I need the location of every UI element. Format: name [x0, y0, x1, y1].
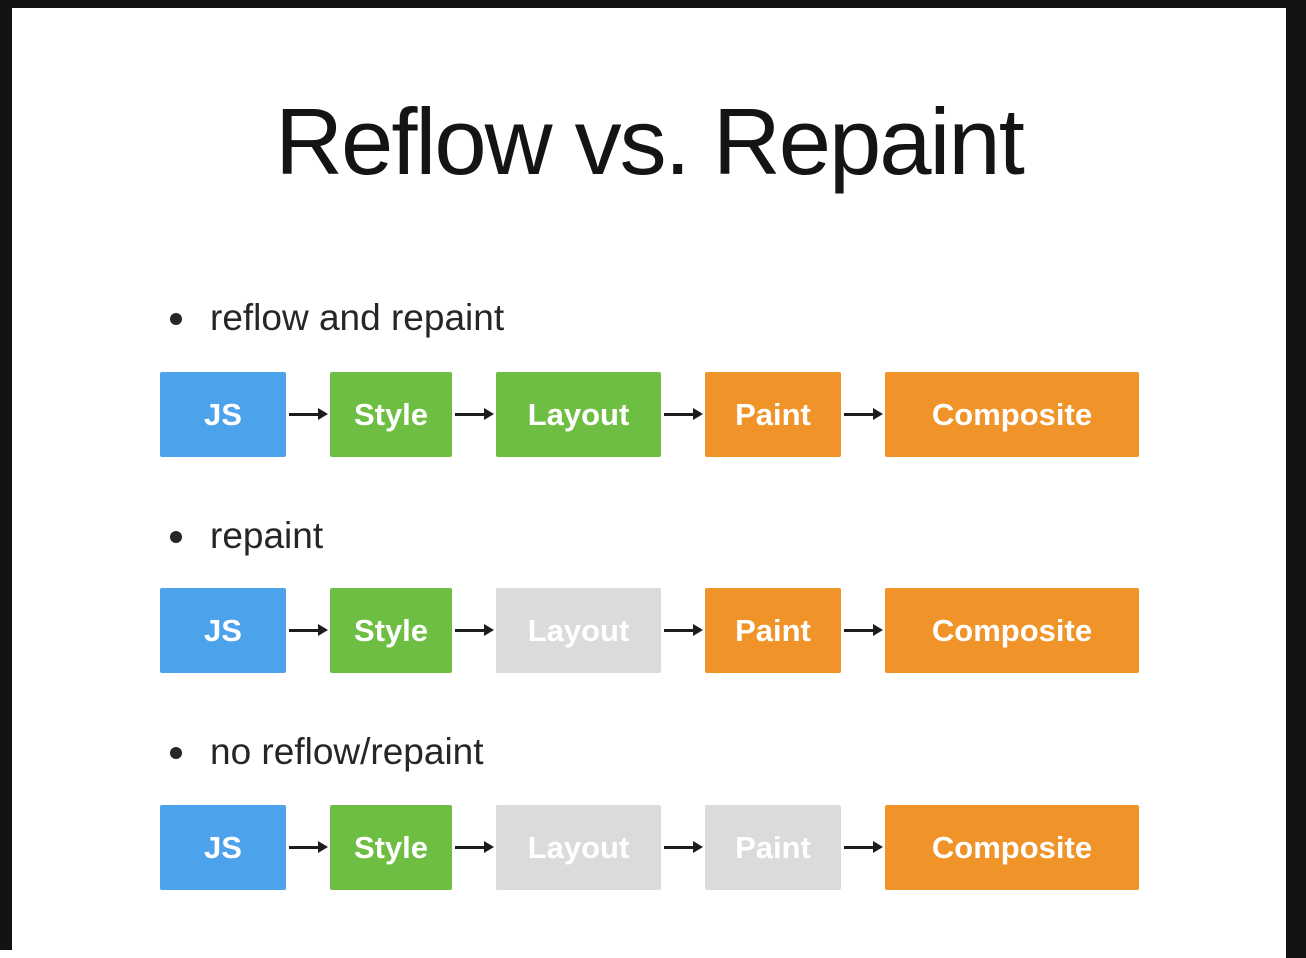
- arrow-right-icon: [841, 372, 885, 457]
- arrow-right-icon: [452, 805, 496, 890]
- arrow-right-icon: [661, 372, 705, 457]
- arrow-right-icon: [841, 805, 885, 890]
- stage-js: JS: [160, 372, 286, 457]
- slide-title: Reflow vs. Repaint: [275, 89, 1025, 194]
- stage-style: Style: [330, 588, 452, 673]
- bullet-dot-icon: [170, 313, 182, 325]
- stage-paint-skipped: Paint: [705, 805, 841, 890]
- stage-js: JS: [160, 805, 286, 890]
- arrow-right-icon: [841, 588, 885, 673]
- stage-layout-skipped: Layout: [496, 805, 661, 890]
- stage-layout-skipped: Layout: [496, 588, 661, 673]
- frame-bar-left: [0, 0, 12, 950]
- stage-style: Style: [330, 805, 452, 890]
- arrow-right-icon: [452, 588, 496, 673]
- arrow-right-icon: [661, 588, 705, 673]
- stage-composite: Composite: [885, 588, 1139, 673]
- bullet-label: reflow and repaint: [210, 296, 505, 338]
- bullet-item-no-reflow-repaint: no reflow/repaint: [170, 731, 484, 775]
- stage-paint: Paint: [705, 372, 841, 457]
- stage-composite: Composite: [885, 805, 1139, 890]
- bullet-item-repaint: repaint: [170, 515, 323, 559]
- stage-paint: Paint: [705, 588, 841, 673]
- arrow-right-icon: [452, 372, 496, 457]
- slide-canvas: Reflow vs. Repaint reflow and repaint JS…: [12, 8, 1286, 958]
- bullet-item-reflow-and-repaint: reflow and repaint: [170, 297, 504, 341]
- pipeline-repaint: JS Style Layout Paint Composite: [160, 588, 1139, 673]
- arrow-right-icon: [286, 372, 330, 457]
- stage-composite: Composite: [885, 372, 1139, 457]
- bullet-dot-icon: [170, 531, 182, 543]
- bullet-dot-icon: [170, 747, 182, 759]
- pipeline-reflow-and-repaint: JS Style Layout Paint Composite: [160, 372, 1139, 457]
- bullet-label: repaint: [210, 514, 324, 556]
- stage-style: Style: [330, 372, 452, 457]
- stage-js: JS: [160, 588, 286, 673]
- stage-layout: Layout: [496, 372, 661, 457]
- frame-bar-right: [1286, 0, 1306, 958]
- arrow-right-icon: [661, 805, 705, 890]
- arrow-right-icon: [286, 805, 330, 890]
- pipeline-no-reflow-repaint: JS Style Layout Paint Composite: [160, 805, 1139, 890]
- frame-bar-top: [0, 0, 1306, 8]
- arrow-right-icon: [286, 588, 330, 673]
- bullet-label: no reflow/repaint: [210, 730, 484, 772]
